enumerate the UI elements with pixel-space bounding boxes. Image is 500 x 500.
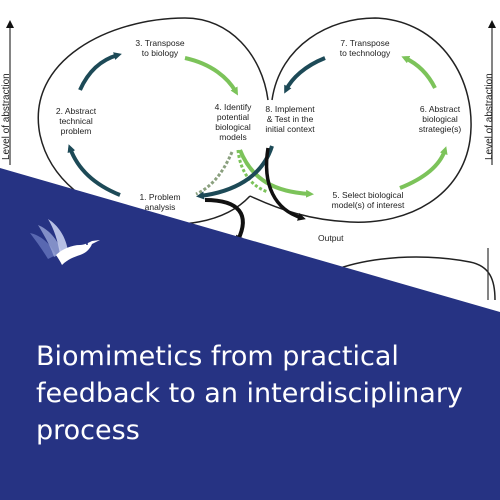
step-6-label: 6. Abstract biological strategie(s) [418,104,462,134]
step-2-label: 2. Abstract technical problem [55,106,97,136]
dashed-feedback-a [236,149,269,194]
step-1-label: 1. Problem analysis [139,192,181,212]
arrow-7-to-8 [284,56,326,94]
banner-title: Biomimetics from practical feedback to a… [36,341,463,446]
step-3-label: 3. Transpose to biology [135,38,185,58]
right-loop-outline [249,17,472,223]
step-4-label: 4. Identify potential biological models [214,102,252,142]
hummingbird-logo [30,219,100,265]
step-5-label: 5. Select biological model(s) of interes… [331,190,405,210]
arrow-3-to-4 [184,56,238,96]
step-7-label: 7. Transpose to technology [339,38,391,58]
arrow-1-down [204,198,245,244]
arrow-8-to-output [264,147,306,221]
step-8-label: 8. Implement & Test in the initial conte… [265,104,315,134]
output-label: Output [318,233,344,243]
arrow-2-to-3 [78,52,122,91]
arrow-6-to-7 [401,56,437,89]
arrow-5-to-6 [399,146,448,190]
arrow-4-to-5 [238,149,314,198]
arrow-1-to-2 [67,144,121,197]
